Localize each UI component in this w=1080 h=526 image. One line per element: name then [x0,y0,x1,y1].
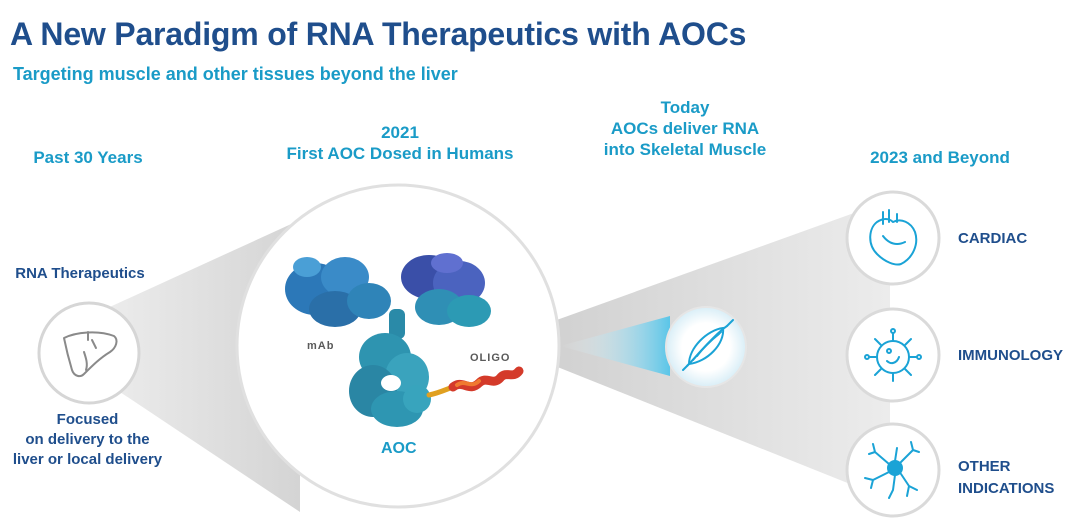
muscle-circle [665,306,747,388]
indication-other-line-1: OTHER [958,458,1011,475]
rna-therapeutics-label: RNA Therapeutics [15,265,145,282]
past-note-line-1: Focused [56,411,119,428]
indication-immunology: IMMUNOLOGY [958,347,1063,364]
heading-today-line-2: AOCs deliver RNA [610,119,760,138]
antibody-illustration [285,253,524,427]
immune-cell-icon [864,328,922,382]
heading-future: 2023 and Beyond [870,148,1010,167]
muscle-icon [682,319,734,371]
heading-past: Past 30 Years [33,148,143,167]
liver-icon [63,331,118,378]
liver-circle [37,301,141,405]
past-note-line-3: liver or local delivery [12,451,163,468]
oligo-label: OLIGO [470,352,511,364]
heading-today-line-3: into Skeletal Muscle [603,140,767,159]
neuron-icon [864,441,920,499]
heading-2021-year: 2021 [381,123,419,142]
cardiac-circle [845,190,941,286]
heading-2021-text: First AOC Dosed in Humans [286,144,514,163]
page-title: A New Paradigm of RNA Therapeutics with … [10,16,747,52]
oligo-strand [448,366,524,392]
other-circle [845,422,941,518]
aoc-label: AOC [381,440,417,457]
heading-today: Today AOCs deliver RNA into Skeletal Mus… [580,97,790,160]
mab-label: mAb [307,340,335,352]
indication-cardiac: CARDIAC [958,230,1028,247]
heart-icon [869,209,918,266]
heading-2021: 2021 First AOC Dosed in Humans [255,122,545,164]
past-note: Focused on delivery to the liver or loca… [0,410,175,470]
delivery-beam [560,316,670,376]
heading-today-line-1: Today [660,98,710,117]
indication-other-line-2: INDICATIONS [958,480,1055,497]
page-subtitle: Targeting muscle and other tissues beyon… [13,64,458,84]
past-note-line-2: on delivery to the [25,431,150,448]
immunology-circle [845,307,941,403]
aoc-circle [235,183,561,509]
indication-other: OTHER INDICATIONS [958,456,1054,500]
